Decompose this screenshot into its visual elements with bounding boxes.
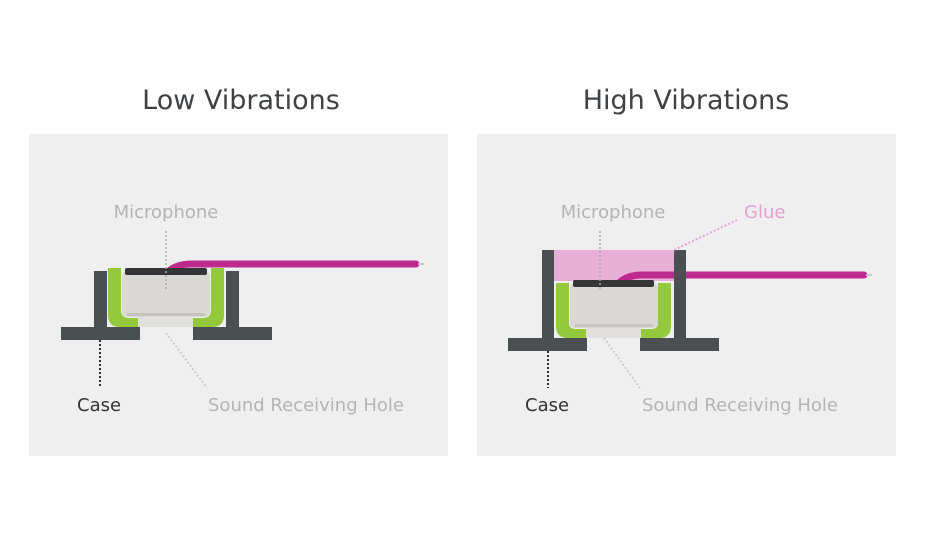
panel-low-vibrations: Low Vibrations Microphone Case Sound R — [29, 85, 448, 456]
panel-high-vibrations: High Vibrations Microphone Glue Case Sou… — [477, 85, 896, 456]
hole-label: Sound Receiving Hole — [642, 395, 838, 416]
hole-leader — [165, 332, 208, 389]
gasket — [556, 283, 671, 338]
microphone-label: Microphone — [561, 202, 666, 223]
case-label: Case — [525, 395, 569, 416]
case — [508, 250, 719, 351]
case-label: Case — [77, 395, 121, 416]
panel-title: Low Vibrations — [142, 85, 340, 116]
gasket — [108, 268, 224, 327]
case — [61, 271, 272, 340]
microphone-label: Microphone — [114, 202, 219, 223]
microphone — [570, 280, 658, 338]
hole-label: Sound Receiving Hole — [208, 395, 404, 416]
panel-title: High Vibrations — [583, 85, 790, 116]
microphone — [122, 268, 210, 327]
glue-label: Glue — [744, 202, 785, 223]
